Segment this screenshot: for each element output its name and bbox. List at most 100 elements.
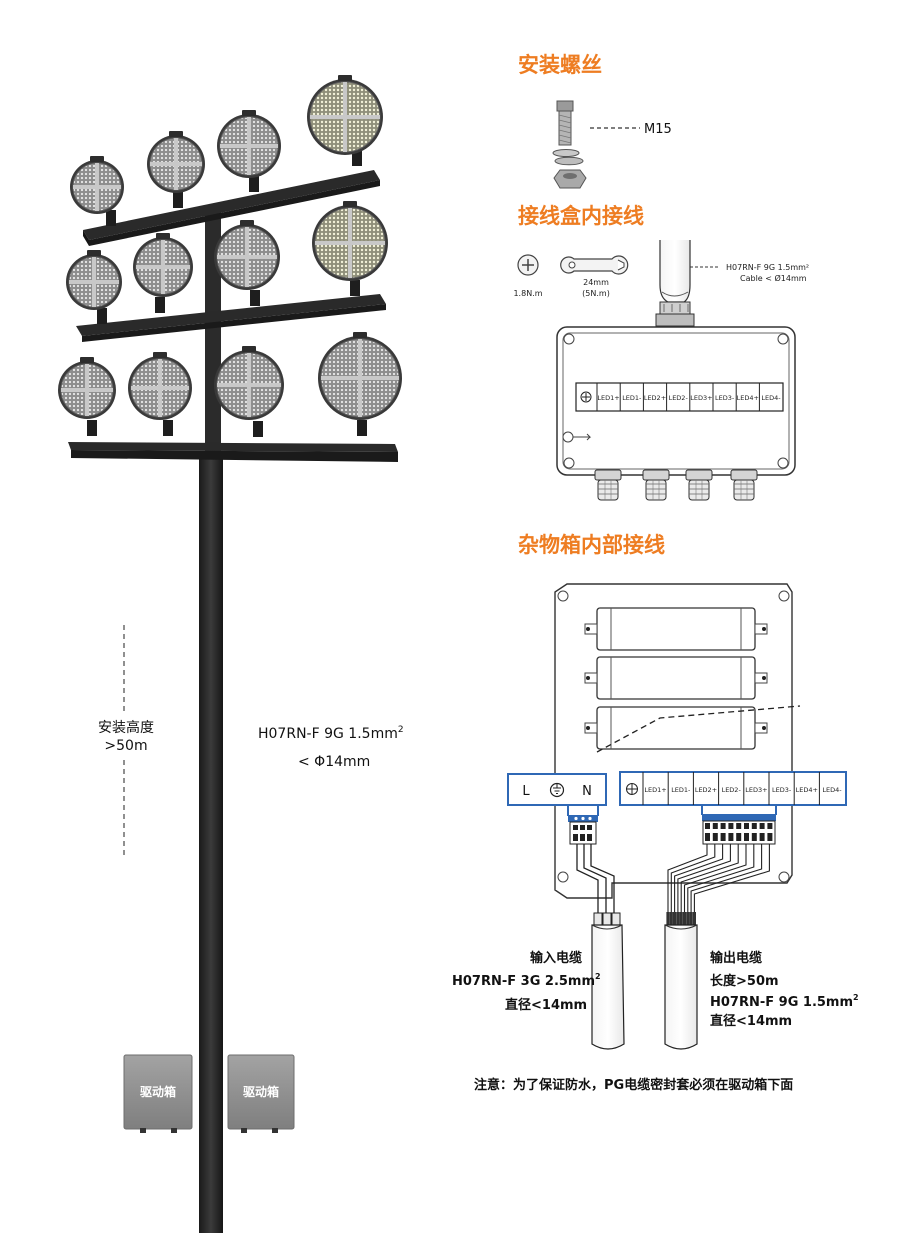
bolt-icon <box>556 100 574 146</box>
junction-terminal-label: LED2- <box>669 394 689 402</box>
output-cable-diameter: 直径<14mm <box>710 1013 792 1029</box>
floodlight-1 <box>70 156 124 226</box>
floodlight-5 <box>66 250 122 324</box>
mast-illustration: 安装高度 >50m H07RN-F 9G 1.5mm2 < Φ14mm 驱动箱 … <box>58 75 404 1233</box>
floodlight-4 <box>307 75 383 166</box>
led-driver-1 <box>584 607 768 651</box>
junction-terminal-label: LED2+ <box>644 394 666 402</box>
output-cable-spec-main: H07RN-F 9G 1.5mm <box>710 995 853 1010</box>
screwdriver-torque: 1.8N.m <box>513 289 542 298</box>
junction-glands <box>594 469 758 501</box>
floodlight-11 <box>214 346 284 437</box>
bolt-section-title: 安装螺丝 <box>518 53 602 77</box>
junction-cable-spec: H07RN-F 9G 1.5mm² <box>726 263 809 272</box>
input-cable-title: 输入电缆 <box>530 950 582 966</box>
driver-enclosure <box>554 583 801 899</box>
pole-cable-spec-sup: 2 <box>398 725 404 735</box>
waterproof-note: 注意：为了保证防水，PG电缆密封套必须在驱动箱下面 <box>474 1077 793 1093</box>
cross-arm-top <box>83 170 380 246</box>
cross-arm-middle <box>76 294 386 342</box>
junction-terminal-label: LED1- <box>622 394 642 402</box>
output-terminal-label: LED1+ <box>644 786 666 794</box>
cable-gland-4 <box>730 469 758 501</box>
led-driver-stack <box>584 607 768 750</box>
floodlight-array <box>58 75 402 437</box>
input-cable-spec-main: H07RN-F 3G 2.5mm <box>452 974 595 989</box>
junction-terminal-label: LED4+ <box>737 394 759 402</box>
floodlight-7 <box>214 220 280 306</box>
wrench-size: 24mm <box>583 278 609 287</box>
output-cable-title: 输出电缆 <box>710 950 762 966</box>
input-terminal-block <box>569 821 597 845</box>
output-terminal-callout: LED1+ LED1- LED2+ LED2-LED3+ LED3- LED4+ LED4- <box>619 771 847 845</box>
install-height-label: 安装高度 <box>98 719 154 736</box>
junction-terminal-label: LED4- <box>761 394 781 402</box>
output-terminal-label: LED4- <box>822 786 842 794</box>
bolt-size-label: M15 <box>644 122 672 137</box>
input-cable-spec-sup: 2 <box>595 972 601 981</box>
input-cable-diameter: 直径<14mm <box>505 997 587 1013</box>
junction-incoming-cable <box>655 240 695 327</box>
output-terminal-block <box>702 820 776 845</box>
driver-box-right-label: 驱动箱 <box>243 1084 279 1099</box>
install-height-value: >50m <box>104 738 147 754</box>
junction-cable-diameter: Cable < Ø14mm <box>740 273 807 283</box>
floodlight-3 <box>217 110 281 192</box>
pole-cable-spec: H07RN-F 9G 1.5mm2 <box>258 725 404 742</box>
led-driver-3 <box>584 706 768 750</box>
driver-box-right: 驱动箱 <box>227 1054 295 1133</box>
output-terminal-label: LED1- <box>671 786 691 794</box>
screwdriver-icon <box>517 254 539 276</box>
floodlight-12 <box>318 332 402 436</box>
output-terminal-label: LED3+ <box>745 786 767 794</box>
floodlight-2 <box>147 131 205 208</box>
junction-section: 接线盒内接线 1.8N.m 24mm (5N.m) H07RN-F 9G <box>513 204 809 501</box>
led-driver-2 <box>584 656 768 700</box>
nut-icon <box>553 169 587 189</box>
floodlight-10 <box>128 352 192 436</box>
output-cable-length: 长度>50m <box>710 973 779 989</box>
output-terminal-label: LED2+ <box>695 786 717 794</box>
washer-icon <box>552 149 584 166</box>
output-terminal-label: LED2- <box>722 786 742 794</box>
junction-ground-screw <box>562 431 592 443</box>
input-cable <box>576 844 625 1050</box>
floodlight-8 <box>312 201 388 296</box>
input-terminal-n: N <box>582 784 592 799</box>
junction-ground-icon <box>580 391 592 403</box>
driver-section-title: 杂物箱内部接线 <box>518 533 665 557</box>
output-terminal-label: LED4+ <box>796 786 818 794</box>
input-terminal-earth-icon <box>549 782 565 798</box>
input-terminal-callout: L N <box>507 773 607 845</box>
output-cable-spec-sup: 2 <box>853 993 859 1002</box>
driver-box-left-label: 驱动箱 <box>140 1084 176 1099</box>
input-terminal-l: L <box>522 784 530 799</box>
junction-terminal-strip: LED1+LED1-LED2+LED2-LED3+LED3-LED4+LED4- <box>575 382 784 412</box>
junction-section-title: 接线盒内接线 <box>518 204 644 228</box>
floodlight-9 <box>58 357 116 436</box>
wrench-icon <box>560 255 629 275</box>
junction-terminal-label: LED3- <box>715 394 735 402</box>
cable-gland-2 <box>642 469 670 501</box>
pole <box>199 452 223 1233</box>
cross-arm-bottom <box>68 442 398 462</box>
driver-section: 杂物箱内部接线 L N <box>452 533 859 1093</box>
output-ground-icon <box>626 783 638 795</box>
wrench-torque: (5N.m) <box>582 289 610 298</box>
pole-cable-spec-main: H07RN-F 9G 1.5mm <box>258 726 398 742</box>
bolt-section: 安装螺丝 M15 <box>518 53 672 189</box>
input-cable-spec: H07RN-F 3G 2.5mm2 <box>452 972 601 989</box>
output-cable-spec: H07RN-F 9G 1.5mm2 <box>710 993 859 1010</box>
floodlight-6 <box>133 233 193 313</box>
output-terminal-label: LED3- <box>772 786 792 794</box>
junction-terminal-label: LED1+ <box>597 394 619 402</box>
junction-box: LED1+LED1-LED2+LED2-LED3+LED3-LED4+LED4- <box>556 326 796 501</box>
cable-gland-3 <box>685 469 713 501</box>
pole-cable-diameter: < Φ14mm <box>298 754 370 770</box>
driver-box-left: 驱动箱 <box>123 1054 193 1133</box>
junction-terminal-label: LED3+ <box>690 394 712 402</box>
cable-gland-1 <box>594 469 622 501</box>
output-cable <box>664 844 770 1050</box>
